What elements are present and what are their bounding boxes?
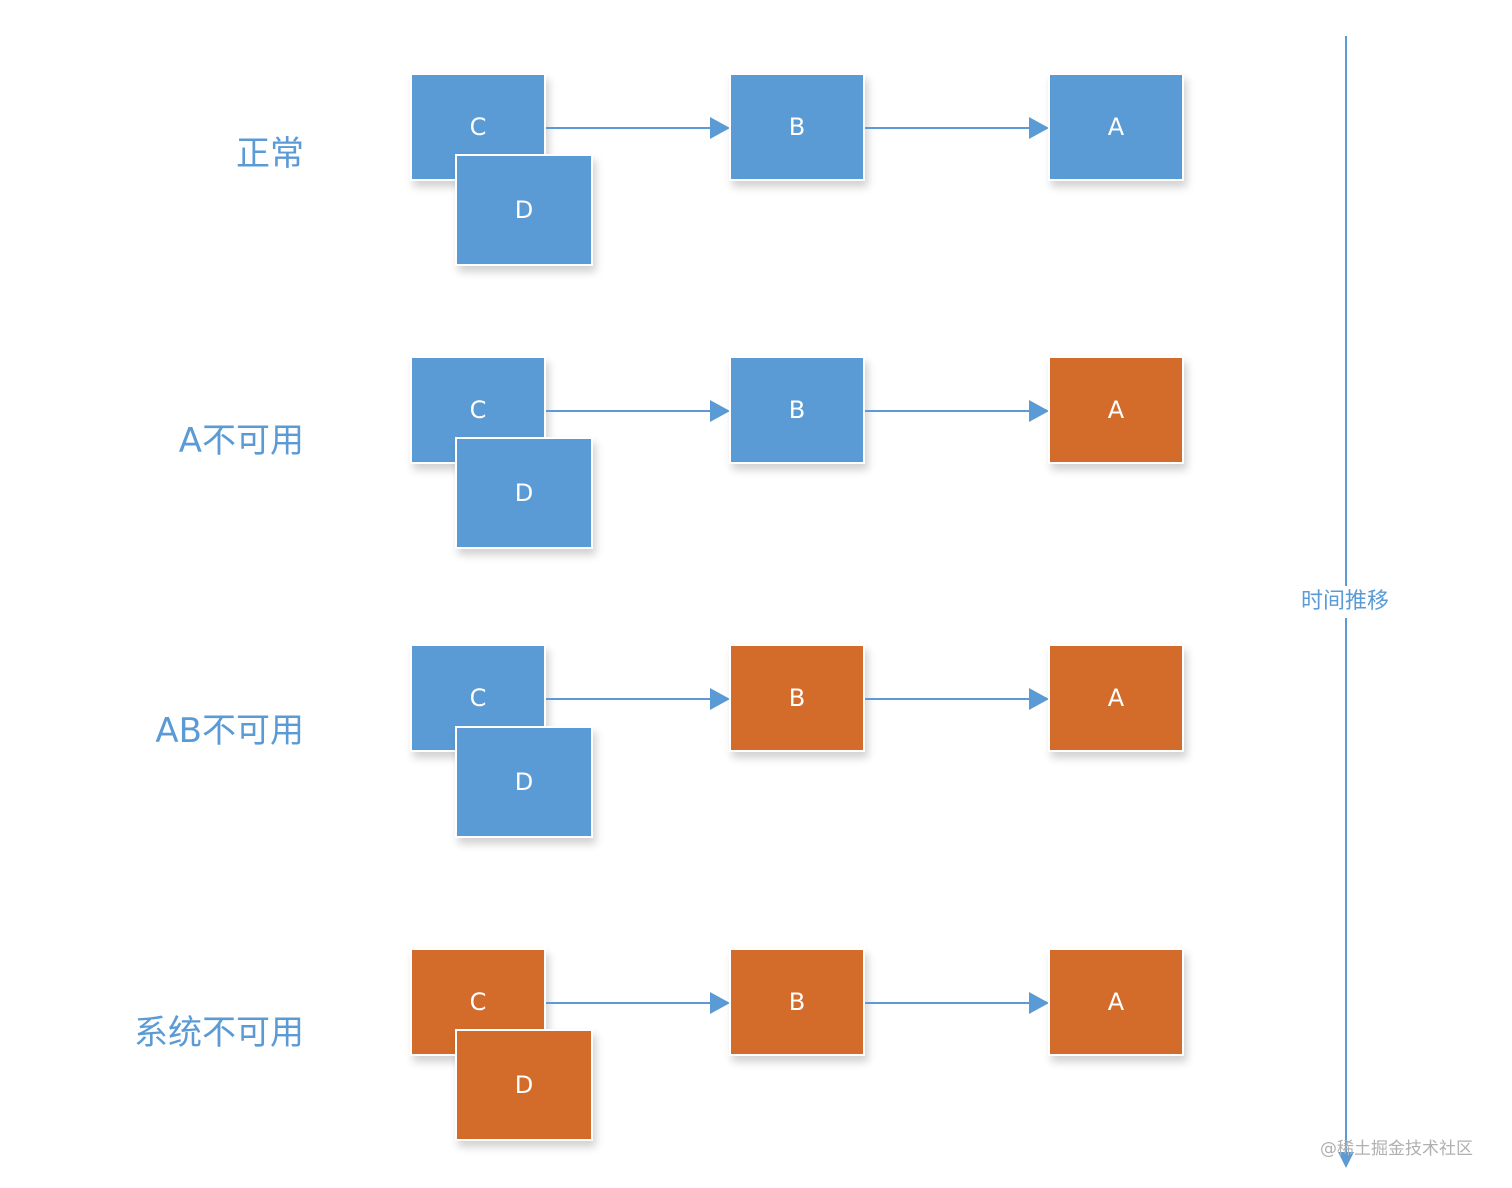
node-a: A <box>1048 356 1184 464</box>
node-b: B <box>729 356 865 464</box>
node-a: A <box>1048 73 1184 181</box>
arrow-c-to-b <box>546 117 730 139</box>
watermark: @稀土掘金技术社区 <box>1320 1139 1473 1159</box>
row-label-ab-unavailable: AB不可用 <box>155 711 304 751</box>
row-label-system-unavailable: 系统不可用 <box>134 1013 304 1053</box>
node-b: B <box>729 644 865 752</box>
arrow-c-to-b <box>546 400 730 422</box>
arrow-c-to-b <box>546 688 730 710</box>
row-label-a-unavailable: A不可用 <box>178 421 304 461</box>
arrow-c-to-b <box>546 992 730 1014</box>
node-d: D <box>455 154 593 266</box>
row-label-normal: 正常 <box>236 134 304 174</box>
timeline-label: 时间推移 <box>1290 586 1400 618</box>
node-d: D <box>455 726 593 838</box>
arrow-b-to-a <box>865 400 1049 422</box>
node-a: A <box>1048 948 1184 1056</box>
node-b: B <box>729 73 865 181</box>
arrow-b-to-a <box>865 117 1049 139</box>
node-a: A <box>1048 644 1184 752</box>
arrow-b-to-a <box>865 992 1049 1014</box>
arrow-b-to-a <box>865 688 1049 710</box>
node-b: B <box>729 948 865 1056</box>
node-d: D <box>455 437 593 549</box>
node-d: D <box>455 1029 593 1141</box>
